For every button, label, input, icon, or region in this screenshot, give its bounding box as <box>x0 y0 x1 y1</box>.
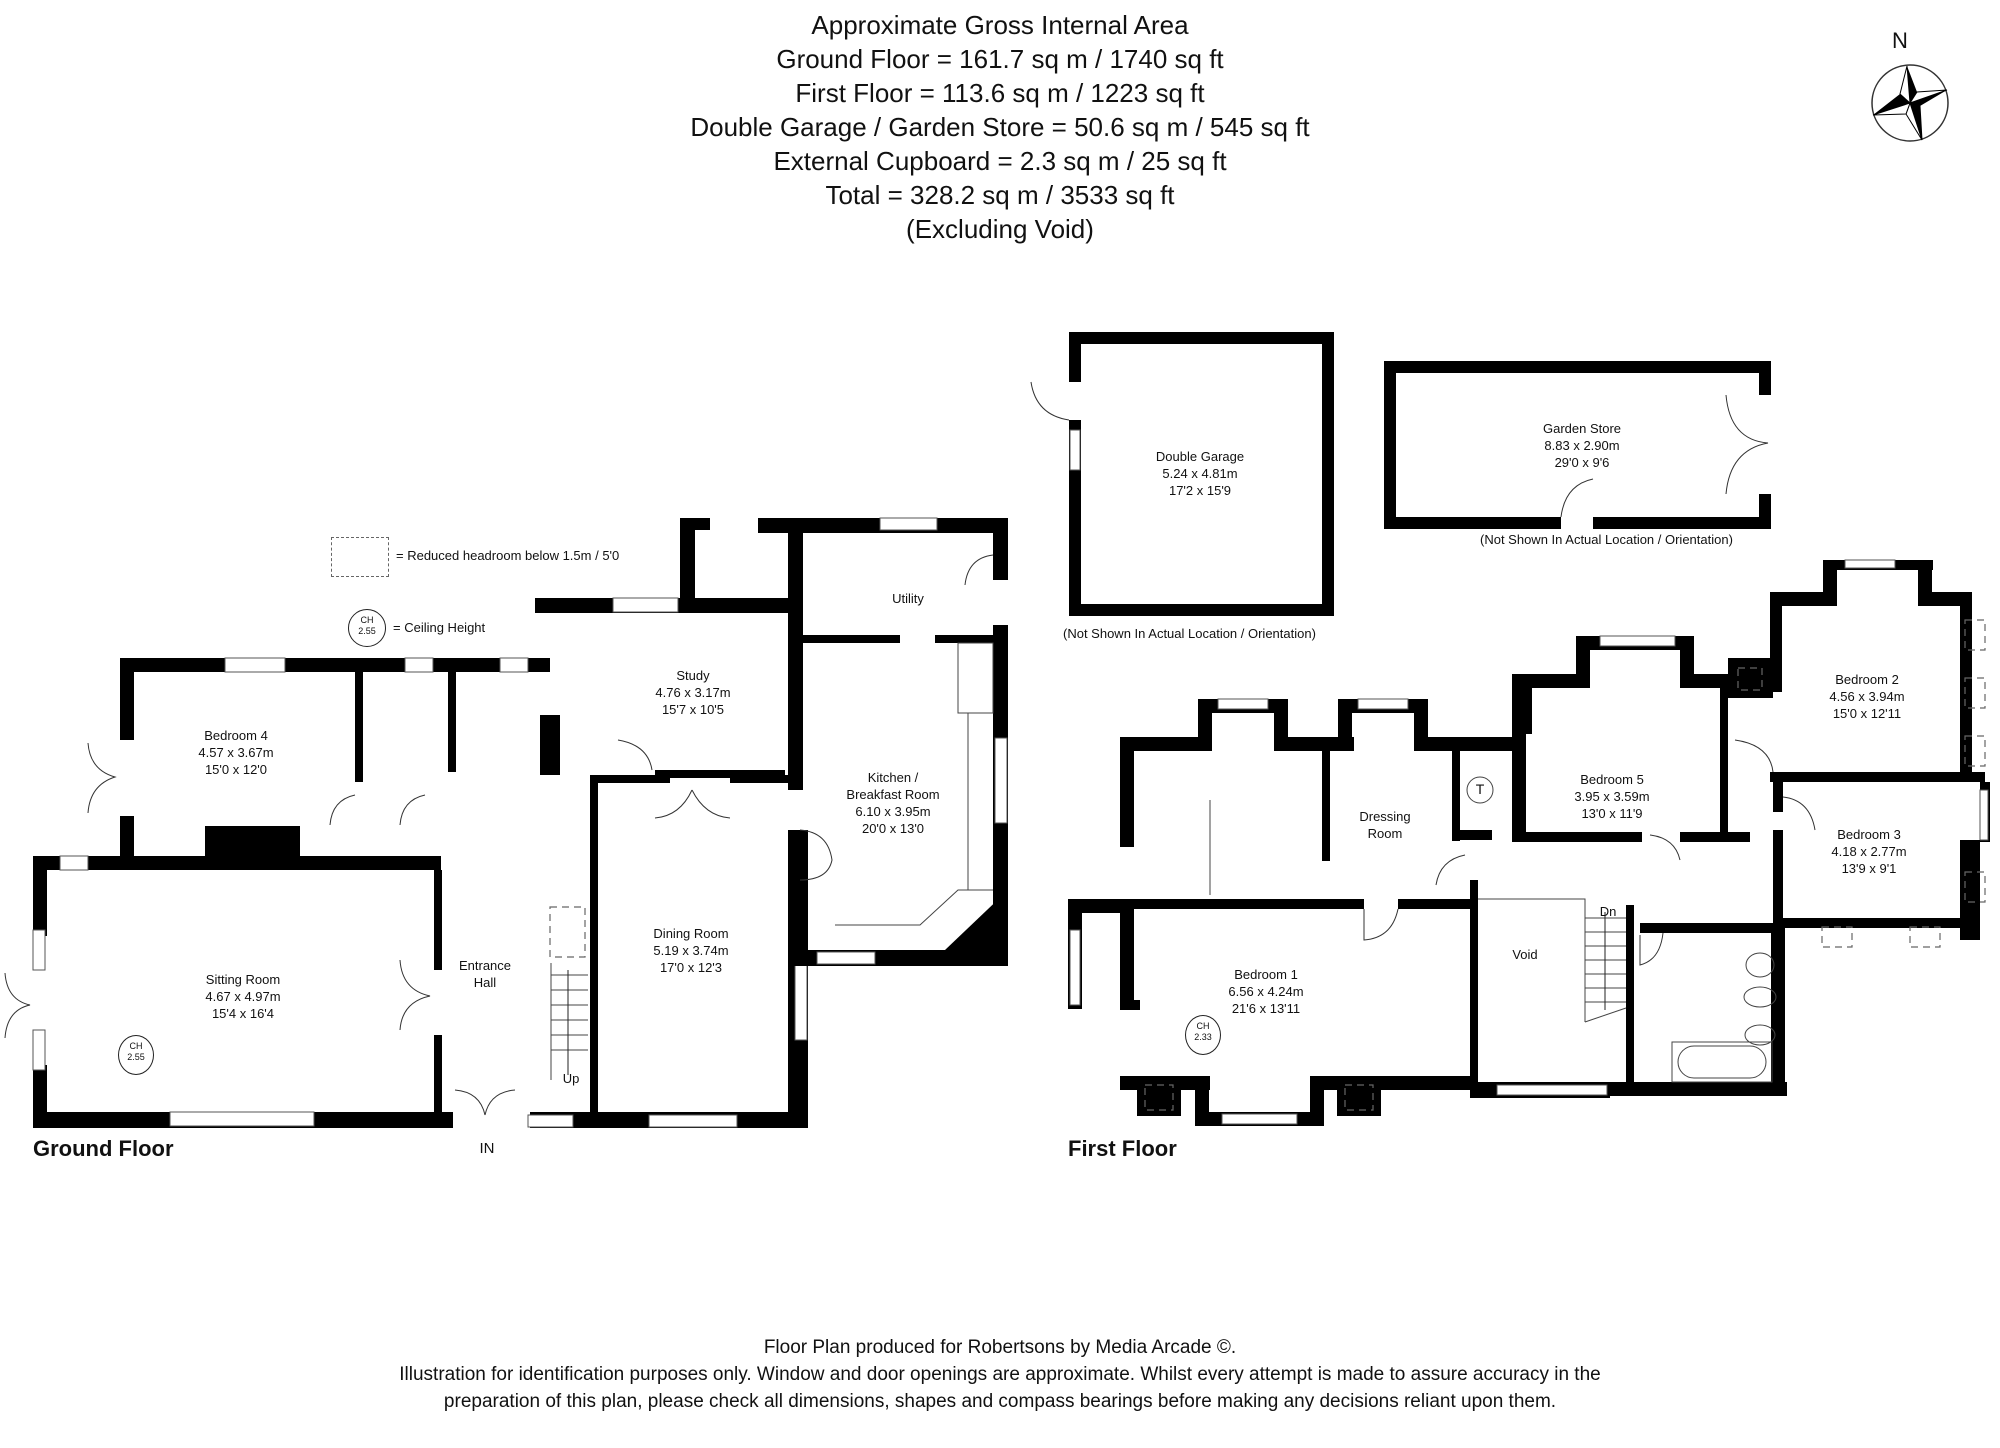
tank-label: T <box>1475 781 1485 797</box>
ceiling-height-badge: CH 2.55 <box>118 1035 154 1075</box>
area-total: Total = 328.2 sq m / 3533 sq ft <box>825 180 1175 210</box>
room-dining-room: Dining Room 5.19 x 3.74m 17'0 x 12'3 <box>653 926 729 975</box>
ceiling-height-badge: CH 2.33 <box>1185 1015 1221 1055</box>
compass-north-label: N <box>1892 28 1908 53</box>
room-utility: Utility <box>892 591 924 606</box>
room-sitting-room: Sitting Room 4.67 x 4.97m 15'4 x 16'4 <box>205 972 281 1021</box>
stairs-up-label: Up <box>562 1071 580 1086</box>
stairs-down-label: Dn <box>1599 904 1617 919</box>
garden-store-location-note: (Not Shown In Actual Location / Orientat… <box>1480 532 1733 547</box>
area-external-cupboard: External Cupboard = 2.3 sq m / 25 sq ft <box>773 146 1227 176</box>
ceiling-height-icon: CH 2.55 <box>348 609 386 647</box>
area-ground-floor: Ground Floor = 161.7 sq m / 1740 sq ft <box>776 44 1224 74</box>
room-double-garage: Double Garage 5.24 x 4.81m 17'2 x 15'9 <box>1155 449 1245 498</box>
footer-disclaimer: Floor Plan produced for Robertsons by Me… <box>0 1334 2000 1415</box>
room-void: Void <box>1512 947 1538 962</box>
footer-credit: Floor Plan produced for Robertsons by Me… <box>763 1337 1237 1358</box>
first-floor-title: First Floor <box>1068 1136 1177 1161</box>
legend-reduced-headroom-text: = Reduced headroom below 1.5m / 5'0 <box>396 548 620 563</box>
ground-floor-title: Ground Floor <box>33 1136 174 1161</box>
room-garden-store: Garden Store 8.83 x 2.90m 29'0 x 9'6 <box>1542 421 1622 470</box>
area-title: Approximate Gross Internal Area <box>811 10 1189 40</box>
room-entrance-hall: Entrance Hall <box>458 958 512 990</box>
legend-ceiling-height-text: = Ceiling Height <box>393 620 486 635</box>
room-bedroom-4: Bedroom 4 4.57 x 3.67m 15'0 x 12'0 <box>198 728 274 777</box>
entrance-in-label: IN <box>479 1140 495 1157</box>
room-bedroom-3: Bedroom 3 4.18 x 2.77m 13'9 x 9'1 <box>1831 827 1907 876</box>
compass-rose-icon: N <box>1870 28 1980 148</box>
room-dressing-room: Dressing Room <box>1359 809 1411 841</box>
garage-location-note: (Not Shown In Actual Location / Orientat… <box>1063 626 1316 641</box>
room-study: Study 4.76 x 3.17m 15'7 x 10'5 <box>655 668 731 717</box>
room-bedroom-1: Bedroom 1 6.56 x 4.24m 21'6 x 13'11 <box>1228 967 1304 1016</box>
footer-disclaimer-line-2: preparation of this plan, please check a… <box>443 1391 1557 1412</box>
room-bedroom-2: Bedroom 2 4.56 x 3.94m 15'0 x 12'11 <box>1829 672 1905 721</box>
dashed-box-icon <box>331 537 389 577</box>
room-kitchen-breakfast: Kitchen / Breakfast Room 6.10 x 3.95m 20… <box>846 770 940 836</box>
area-summary: Approximate Gross Internal Area Ground F… <box>0 8 2000 246</box>
area-first-floor: First Floor = 113.6 sq m / 1223 sq ft <box>795 78 1205 108</box>
room-bedroom-5: Bedroom 5 3.95 x 3.59m 13'0 x 11'9 <box>1574 772 1650 821</box>
area-garage-store: Double Garage / Garden Store = 50.6 sq m… <box>690 112 1310 142</box>
area-excluding-void: (Excluding Void) <box>906 214 1094 244</box>
footer-disclaimer-line-1: Illustration for identification purposes… <box>399 1364 1601 1385</box>
